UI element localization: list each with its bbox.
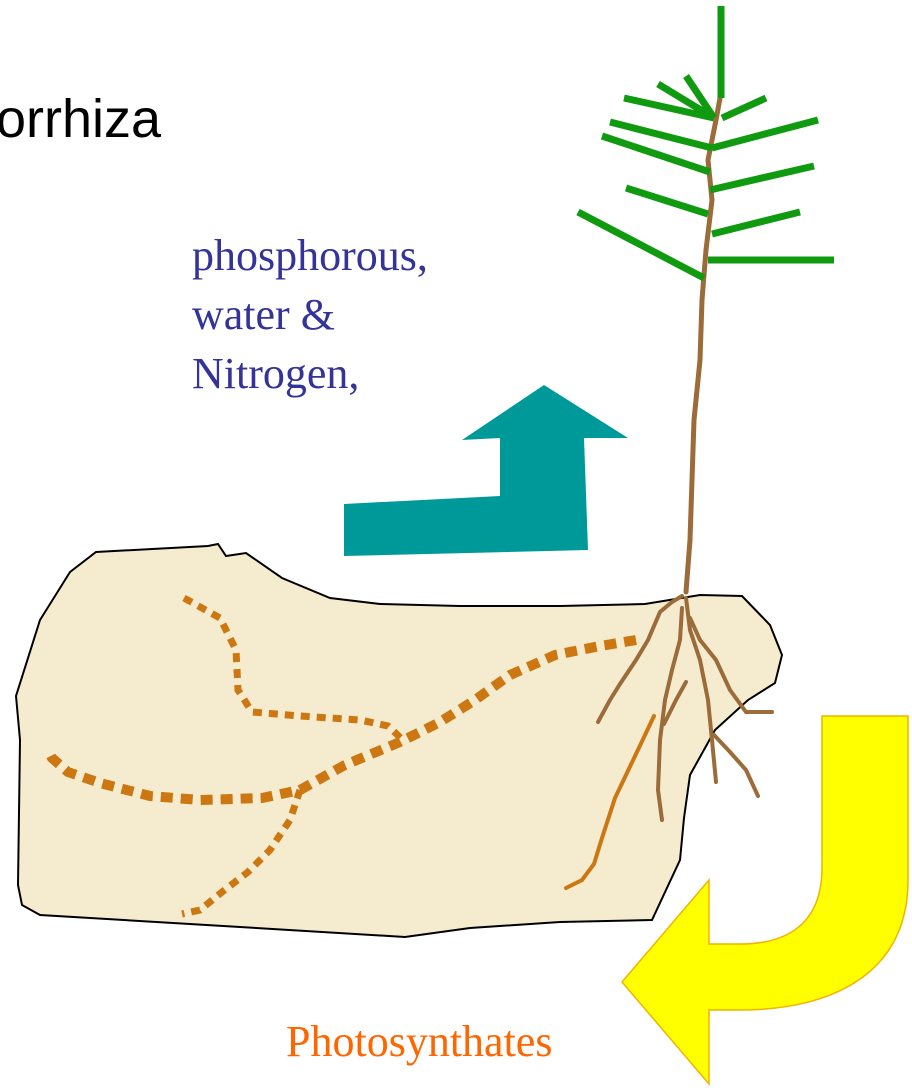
nutrient-line: water & (192, 285, 428, 344)
page-title: orrhiza (0, 92, 161, 146)
nutrient-label: phosphorous, water & Nitrogen, (192, 226, 428, 403)
nutrient-line: Nitrogen, (192, 344, 428, 403)
nutrient-line: phosphorous, (192, 226, 428, 285)
photosynthates-label: Photosynthates (286, 1020, 552, 1064)
root (714, 735, 758, 796)
nutrient-arrow-up (344, 385, 628, 556)
